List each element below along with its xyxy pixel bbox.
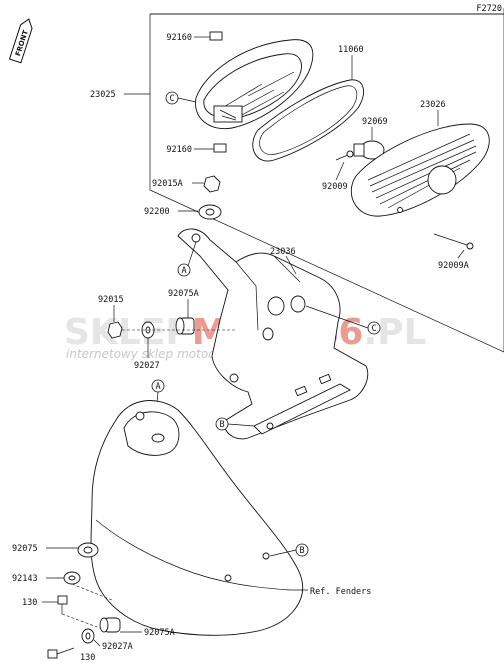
callout-a-upper: A (177, 241, 197, 277)
label-92200: 92200 (144, 207, 170, 217)
label-ref-fenders: Ref. Fenders (310, 587, 371, 597)
bracket-23036 (177, 228, 369, 440)
gasket-11060 (252, 79, 365, 162)
tail-light-housing (195, 39, 314, 130)
grommet-92075 (77, 542, 99, 558)
watermark-brand-prefix: SKLEP (64, 312, 192, 353)
bolt-130-b (47, 647, 75, 659)
screw-92009A (433, 233, 474, 250)
label-92009A: 92009A (438, 261, 469, 271)
label-92069: 92069 (362, 117, 388, 127)
rear-fender (90, 400, 304, 636)
label-130-b: 130 (80, 653, 95, 663)
clip-92160-bottom (213, 143, 227, 153)
screw-92009 (335, 150, 354, 161)
bolt-130-a (57, 595, 68, 614)
washer-92200 (198, 204, 222, 220)
label-92075: 92075 (12, 544, 38, 554)
lens-23026 (350, 123, 490, 217)
bulb-92069 (353, 140, 385, 160)
label-92143: 92143 (12, 574, 38, 584)
label-92009: 92009 (322, 182, 348, 192)
label-92160-bottom: 92160 (166, 145, 192, 155)
label-92015: 92015 (98, 295, 124, 305)
callout-a-lower: A (151, 379, 165, 415)
nut-92015 (107, 321, 123, 339)
svg-text:C: C (169, 94, 174, 104)
label-92027A: 92027A (102, 642, 133, 652)
grommet-92075A-bottom (99, 617, 121, 633)
diagram-code: F2720 (476, 4, 502, 14)
svg-text:C: C (371, 324, 376, 334)
svg-text:A: A (181, 266, 186, 276)
watermark-tagline: internetowy sklep motocyklowy (66, 347, 257, 361)
front-arrow-icon: FRONT (8, 18, 33, 64)
spacer-92075A-mid (175, 317, 195, 335)
callout-b-right: B (269, 543, 309, 557)
label-92160-top: 92160 (166, 33, 192, 43)
callout-c-top: C (165, 91, 197, 105)
svg-text:B: B (219, 420, 224, 430)
label-92075A-bottom: 92075A (144, 628, 175, 638)
collar-92027A (81, 628, 95, 644)
label-92015A: 92015A (152, 179, 183, 189)
label-92027: 92027 (134, 361, 160, 371)
label-23036: 23036 (270, 247, 296, 257)
collar-92143 (63, 571, 81, 585)
label-92075A-mid: 92075A (168, 289, 199, 299)
label-11060: 11060 (338, 45, 364, 55)
label-23026: 23026 (420, 100, 446, 110)
label-130-a: 130 (22, 598, 37, 608)
clip-92160-top (209, 31, 223, 41)
nut-92015A (203, 175, 221, 193)
callout-c-right: C (305, 305, 381, 335)
callout-b-left: B (215, 417, 255, 431)
label-23025: 23025 (90, 90, 116, 100)
svg-text:B: B (299, 546, 304, 556)
svg-text:A: A (155, 382, 160, 392)
